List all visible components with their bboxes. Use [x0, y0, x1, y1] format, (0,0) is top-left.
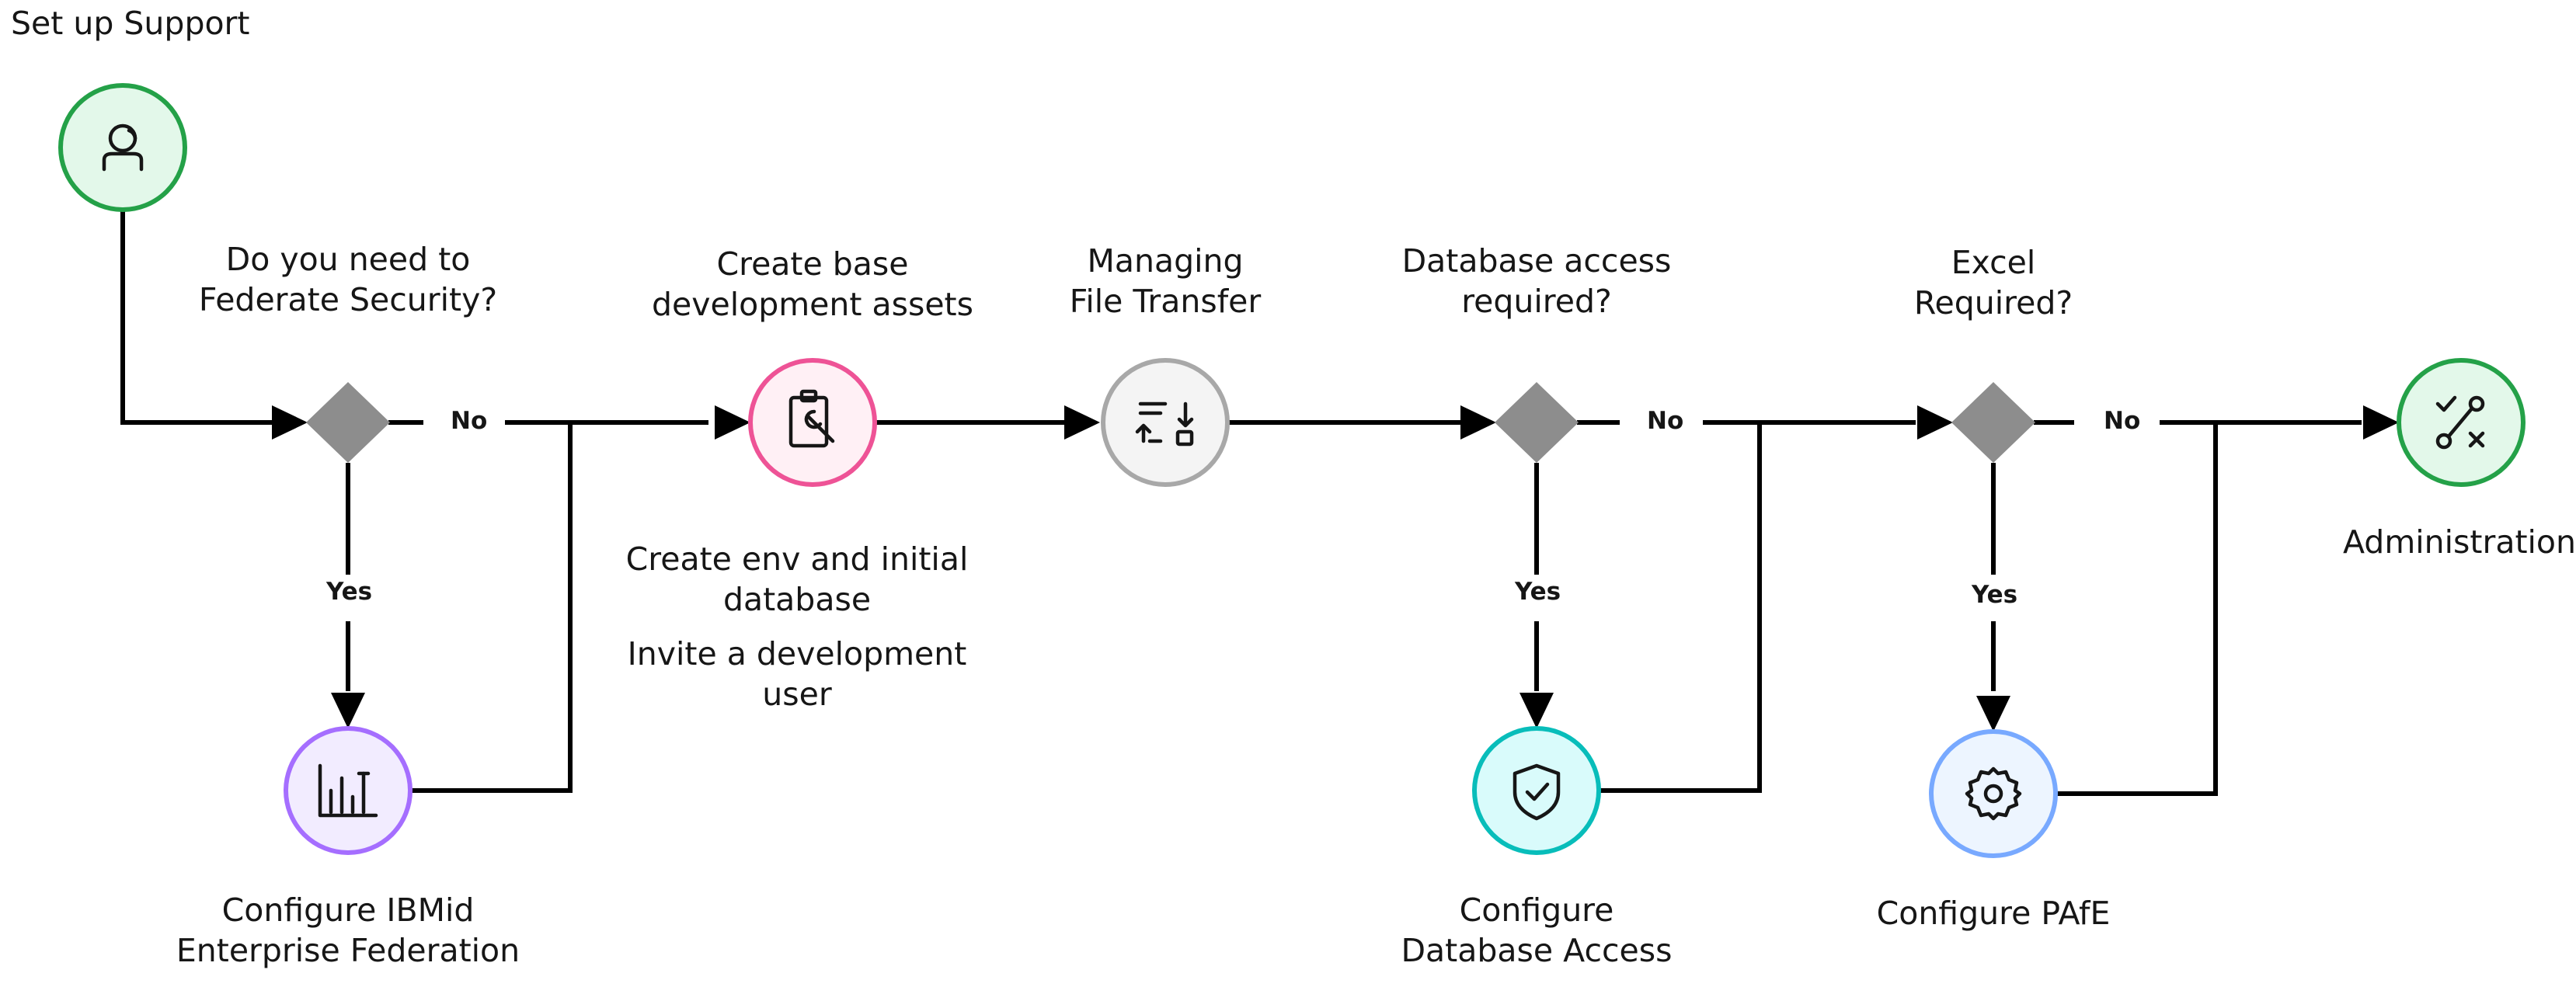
base-assets-note-2-line1: Invite a development: [627, 635, 967, 673]
federate-question-line1: Do you need to: [225, 241, 471, 278]
admin-tools-icon: [2435, 395, 2485, 450]
federate-question: Do you need to Federate Security?: [193, 239, 503, 320]
branch-no-database: No: [1642, 405, 1689, 436]
base-assets-note-2-line2: user: [762, 676, 832, 713]
connector-federation-return: [412, 422, 573, 793]
excel-question: Excel Required?: [1838, 242, 2149, 323]
shield-check-icon: [1513, 763, 1561, 821]
arrowhead-to-assets: [715, 405, 750, 440]
file-transfer-title: Managing File Transfer: [1010, 241, 1321, 321]
database-action-line1: Configure: [1459, 891, 1614, 929]
base-assets-note-2: Invite a development user: [611, 634, 983, 714]
decision-database-diamond: [1495, 382, 1579, 463]
federation-action-line2: Enterprise Federation: [176, 932, 520, 969]
base-assets-title-line1: Create base: [716, 245, 909, 283]
file-transfer-node: [1101, 358, 1230, 487]
transfer-icon: [1135, 401, 1194, 447]
database-question-line2: required?: [1461, 283, 1612, 320]
connector-start-to-decision1: [120, 211, 280, 425]
base-assets-title-line2: development assets: [651, 286, 973, 323]
excel-action-label: Configure PAfE: [1838, 893, 2149, 933]
arrowhead-to-administration: [2363, 405, 2399, 440]
chart-icon: [318, 763, 378, 818]
arrowhead-to-federation: [331, 693, 365, 728]
arrowhead-to-decision3: [1917, 405, 1953, 440]
database-question-line1: Database access: [1401, 242, 1672, 280]
clipboard-tool-icon: [788, 389, 835, 448]
connector-excel-return: [2057, 422, 2218, 796]
connector-database-return: [1600, 422, 1762, 793]
branch-yes-federate: Yes: [322, 576, 378, 607]
base-assets-title: Create base development assets: [642, 244, 983, 325]
file-transfer-title-line2: File Transfer: [1069, 283, 1262, 320]
decision-excel-diamond: [1951, 382, 2035, 463]
base-assets-note-1-line1: Create env and initial: [625, 540, 969, 578]
excel-question-line2: Required?: [1913, 284, 2073, 321]
branch-yes-excel: Yes: [1967, 579, 2023, 610]
database-action-line2: Database Access: [1401, 932, 1673, 969]
base-assets-note-1: Create env and initial database: [611, 539, 983, 620]
federation-action-label: Configure IBMid Enterprise Federation: [154, 890, 542, 971]
administration-label-text: Administration: [2342, 523, 2576, 561]
base-assets-note-1-line2: database: [722, 581, 872, 618]
federation-node: [284, 726, 413, 855]
page-title: Set up Support: [11, 5, 250, 42]
arrowhead-to-excel: [1976, 696, 2010, 732]
gear-icon: [1965, 766, 2022, 821]
federation-action-line1: Configure IBMid: [221, 891, 475, 929]
database-question: Database access required?: [1366, 241, 1707, 321]
branch-no-excel: No: [2099, 405, 2146, 436]
arrowhead-to-transfer: [1064, 405, 1100, 440]
start-node: [58, 83, 187, 212]
branch-yes-database: Yes: [1510, 576, 1566, 607]
excel-question-line1: Excel: [1951, 244, 2036, 281]
arrowhead-to-decision1: [272, 405, 308, 440]
file-transfer-title-line1: Managing: [1087, 242, 1244, 280]
database-action-label: Configure Database Access: [1366, 890, 1707, 971]
branch-no-federate: No: [446, 405, 493, 436]
database-node: [1472, 726, 1601, 855]
excel-action-line1: Configure PAfE: [1876, 895, 2111, 932]
arrowhead-to-decision2: [1460, 405, 1496, 440]
excel-node: [1929, 729, 2058, 858]
federate-question-line2: Federate Security?: [198, 281, 498, 318]
administration-label: Administration: [2320, 522, 2576, 562]
arrowhead-to-database: [1519, 693, 1554, 728]
user-sync-icon: [102, 123, 144, 172]
decision-federate-diamond: [306, 382, 390, 463]
